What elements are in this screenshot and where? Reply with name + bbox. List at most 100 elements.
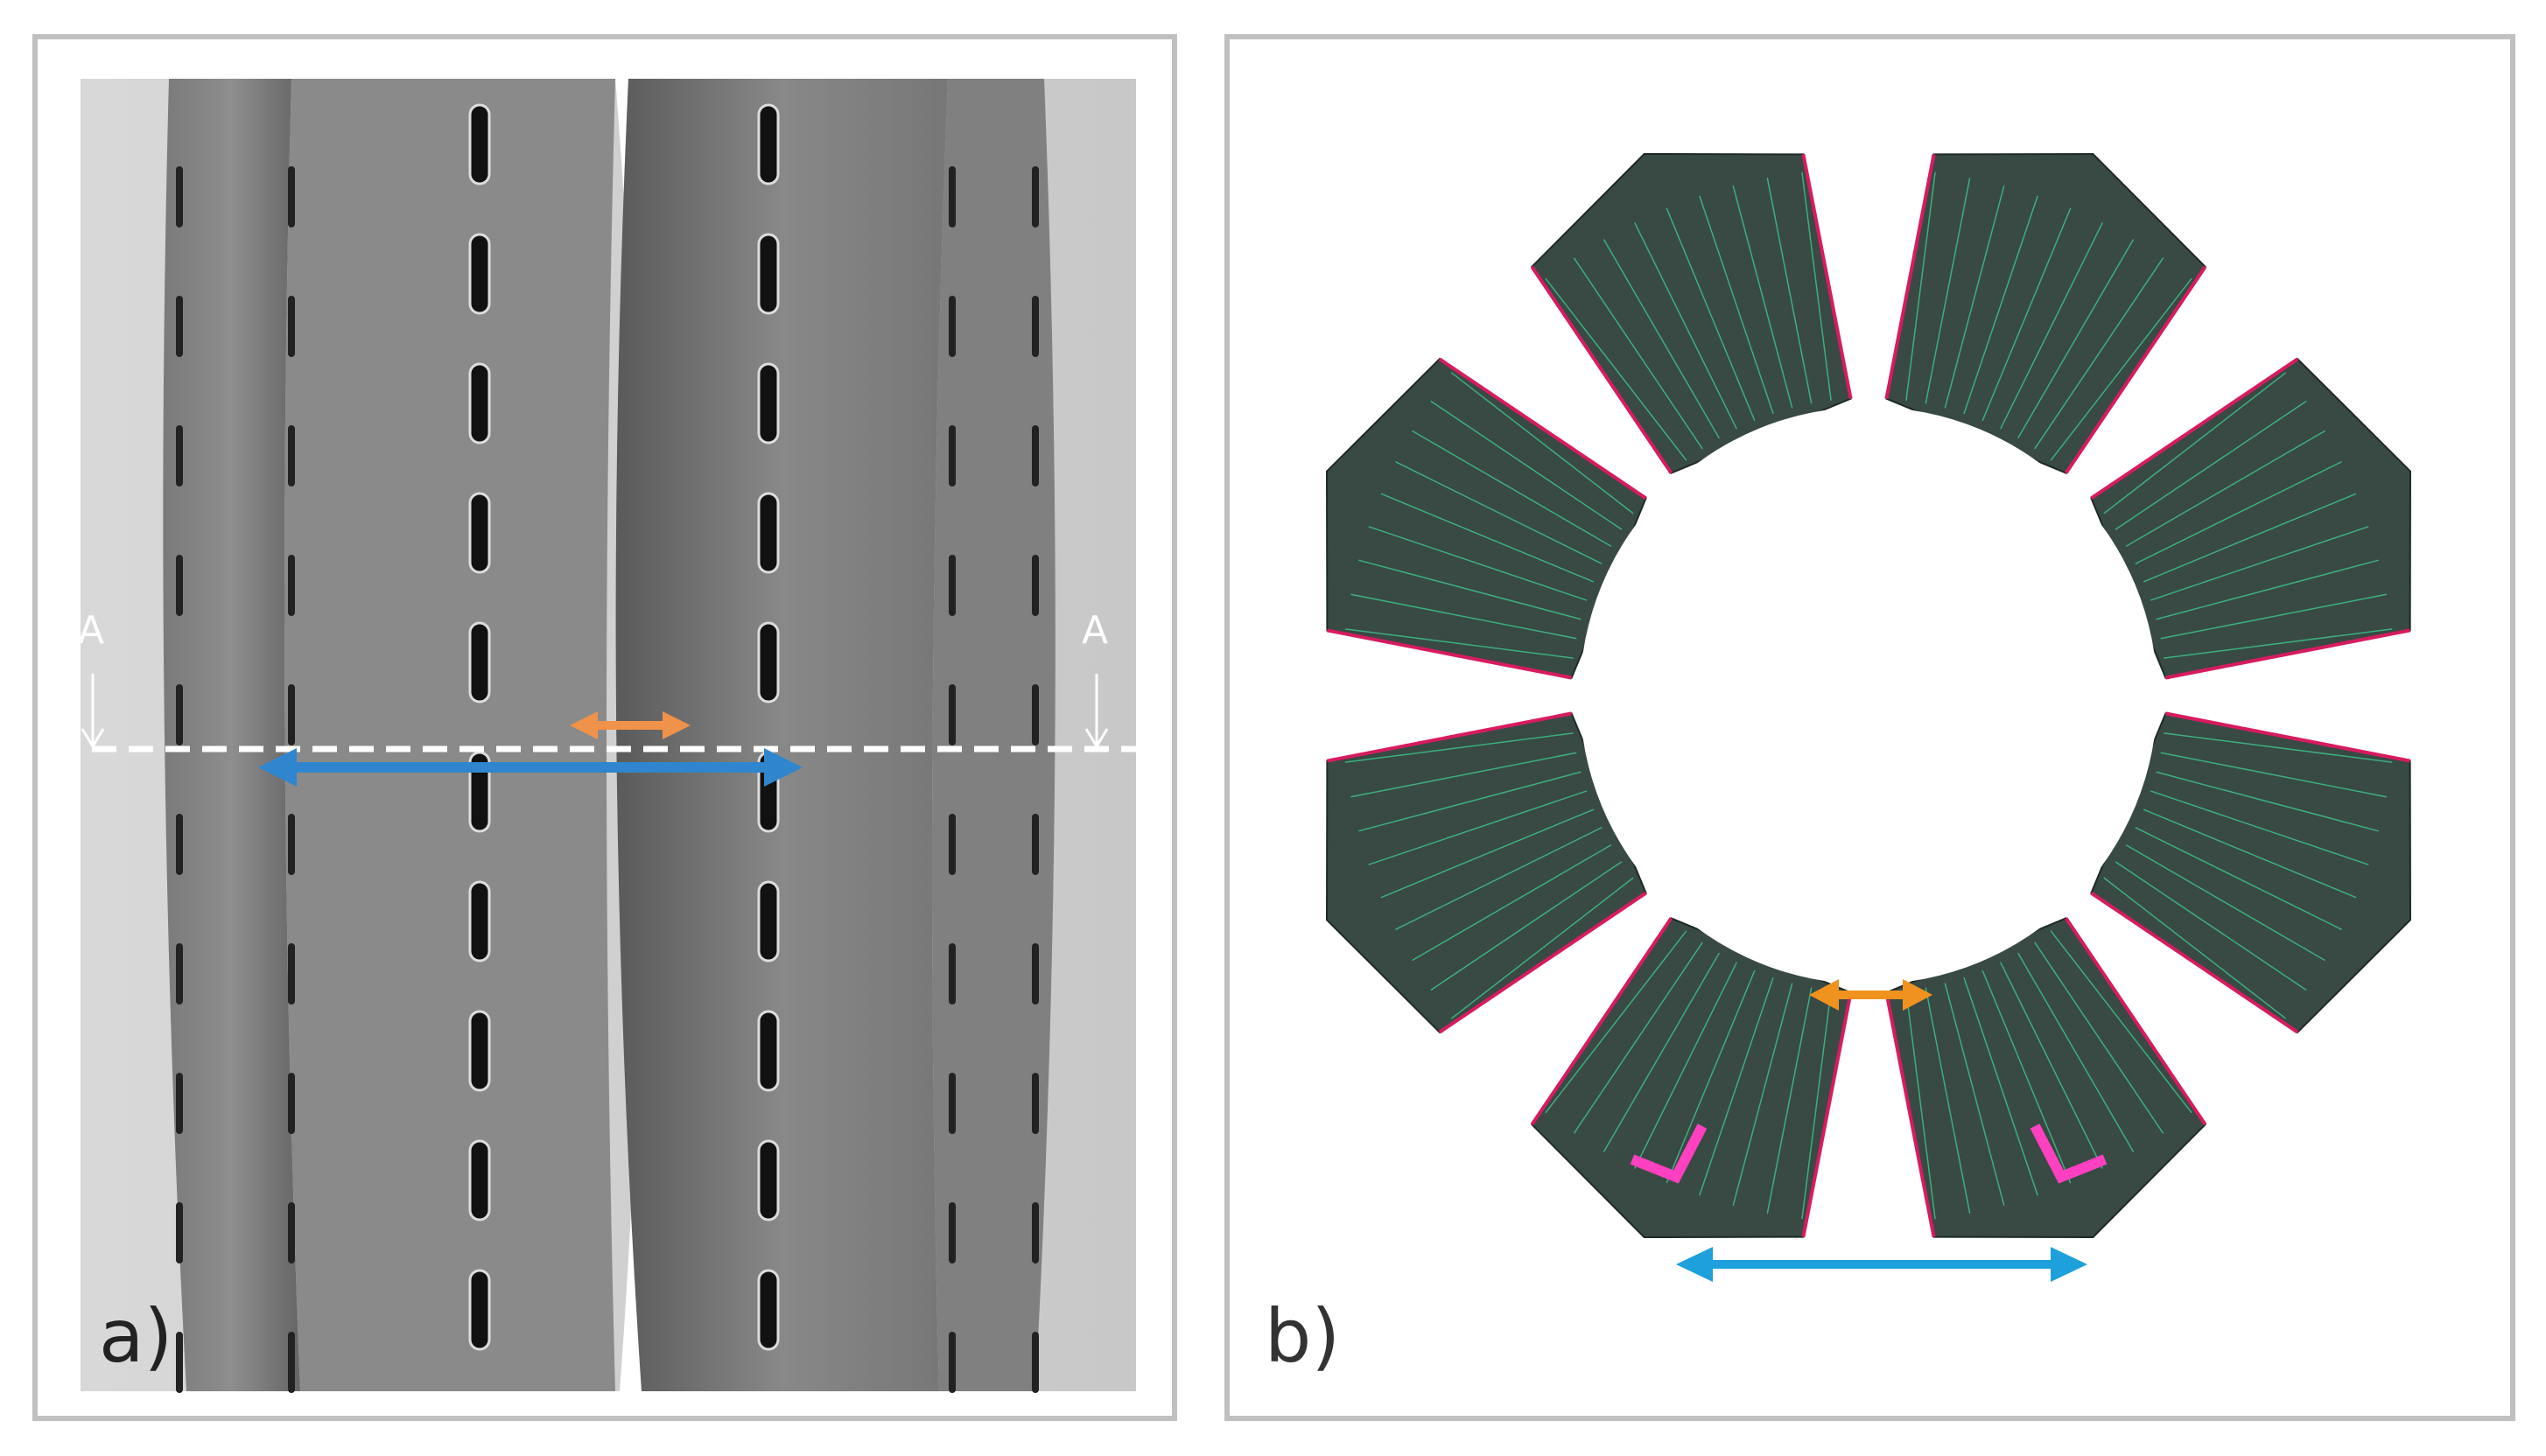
strip-outer-left [163, 79, 300, 1391]
photo-illustration [55, 79, 1158, 1393]
crease-line [1905, 990, 1936, 1220]
strip-outer-right [932, 79, 1056, 1391]
crease-line [1801, 172, 1832, 401]
fold-edge [1884, 153, 1936, 399]
crease-line [1450, 372, 1634, 514]
slot [757, 1269, 780, 1351]
slot [288, 684, 295, 746]
slot [468, 1269, 491, 1351]
slot [949, 1073, 956, 1134]
crease-line [1380, 808, 1595, 899]
fold-edge [1530, 917, 1673, 1126]
slot [1032, 296, 1039, 357]
crease-line [1395, 827, 1603, 930]
crease-line [1963, 976, 2038, 1196]
ring-center [1580, 407, 2157, 984]
crease-line [1766, 987, 1813, 1214]
crease-line [2016, 239, 2135, 439]
slot [949, 684, 956, 746]
slot [288, 555, 295, 616]
slot [1032, 1332, 1039, 1393]
slot [288, 1073, 295, 1134]
fold-edge [2165, 628, 2411, 680]
down-arrow-icon [1084, 674, 1109, 749]
crease-line [1358, 559, 1582, 620]
slot [757, 880, 780, 962]
slot [949, 166, 956, 228]
crease-line [2103, 877, 2287, 1019]
fold-edge [1884, 992, 1936, 1238]
crease-line [2000, 962, 2103, 1169]
crease-line [2115, 400, 2307, 530]
fold-edge [2165, 711, 2411, 763]
slot [288, 1202, 295, 1264]
strip-left [284, 79, 615, 1391]
crease-line [1368, 526, 1588, 601]
slot [288, 166, 295, 228]
crease-line [2115, 861, 2307, 991]
fold-edge [1801, 153, 1853, 399]
panel-label-a: a) [99, 1293, 173, 1379]
slot [468, 233, 491, 315]
crease-line [2034, 942, 2164, 1134]
fold-edge [2090, 891, 2299, 1034]
crease-line [1699, 195, 1774, 415]
crease-line [2125, 844, 2325, 962]
crease-line [1412, 430, 1612, 548]
slot [757, 1010, 780, 1092]
crease-line [1430, 400, 1623, 530]
slot [949, 296, 956, 357]
slot [176, 425, 183, 486]
crease-line [2135, 461, 2342, 564]
crease-line [1666, 207, 1756, 422]
crease-line [1666, 970, 1756, 1184]
slot [176, 684, 183, 746]
slot [468, 1010, 491, 1092]
fold-edge [1326, 711, 1572, 763]
crease-line [2156, 559, 2379, 620]
crease-line [1545, 930, 1687, 1114]
slot [288, 943, 295, 1004]
double-arrow-icon [1676, 1247, 2087, 1282]
crease-line [2016, 952, 2135, 1152]
slot [468, 1139, 491, 1222]
fold-edge [1530, 265, 1673, 474]
slot [288, 296, 295, 357]
slot [468, 103, 491, 186]
crease-line [1545, 277, 1687, 461]
slot [949, 425, 956, 486]
crease-line [1699, 976, 1774, 1196]
section-marker-left: A [78, 608, 105, 653]
slot [757, 492, 780, 574]
crease-line [1350, 593, 1577, 640]
folded-ring-diagram [1326, 153, 2412, 1282]
slot [949, 814, 956, 875]
folded-ring [1326, 153, 2412, 1239]
crease-line [2034, 257, 2164, 450]
slot [1032, 943, 1039, 1004]
panel-b: b) [1224, 34, 2515, 1421]
fold-edge [2064, 917, 2207, 1126]
slot [288, 1332, 295, 1393]
fold-edge [1326, 628, 1572, 680]
crease-line [2125, 430, 2325, 548]
slot [757, 1139, 780, 1222]
fold-edge [1801, 992, 1853, 1238]
crease-line [1358, 771, 1582, 832]
crease-line [1925, 178, 1971, 404]
crease-line [2103, 372, 2287, 514]
crease-line [1380, 493, 1595, 583]
slot [1032, 684, 1039, 746]
crease-line [1573, 942, 1703, 1134]
crease-line [1412, 844, 1612, 962]
crease-line [1430, 861, 1623, 991]
crease-line [1634, 222, 1737, 430]
crease-line [1450, 877, 1634, 1019]
crease-line [2150, 790, 2369, 865]
crease-line [1905, 172, 1936, 401]
fold-edge [1438, 357, 1647, 500]
crease-line [2150, 526, 2369, 601]
crease-line [1944, 186, 2005, 409]
crease-line [1925, 987, 1971, 1214]
crease-line [1603, 952, 1721, 1152]
